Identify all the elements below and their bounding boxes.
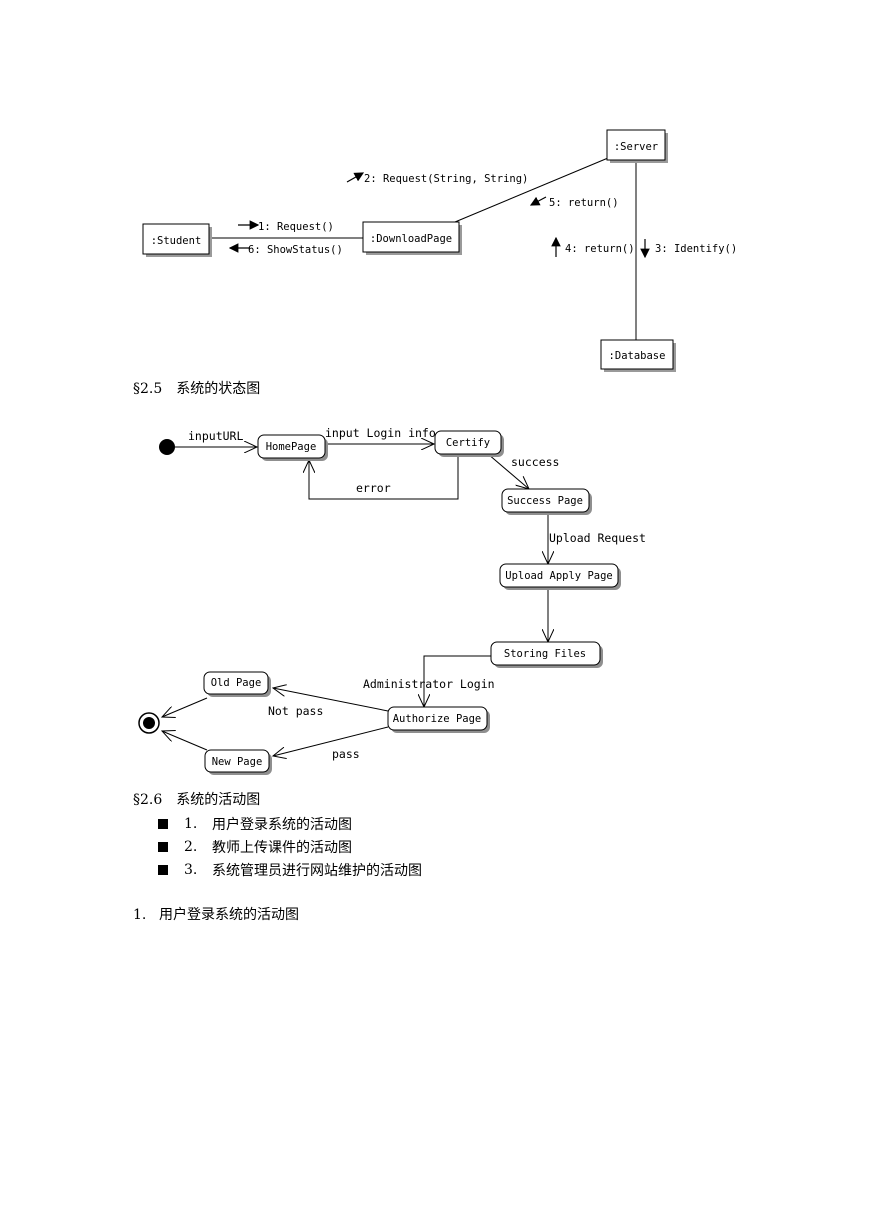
transition-pass-label: pass: [332, 747, 360, 761]
object-student-label: :Student: [151, 235, 202, 247]
list-item-number: 3.: [184, 861, 198, 878]
object-database-label: :Database: [609, 350, 666, 362]
list-item-number: 1.: [184, 815, 198, 832]
transition-not-pass: [273, 688, 389, 712]
square-bullet-icon: [158, 841, 168, 852]
transition-success-label: success: [511, 455, 559, 469]
subsection-title: 用户登录系统的活动图: [159, 907, 299, 923]
state-diagram: inputURL input Login info error success …: [138, 426, 646, 775]
state-homepage-label: HomePage: [266, 441, 317, 453]
msg-3-label: 3: Identify(): [655, 243, 737, 255]
object-downloadpage: :DownloadPage: [362, 221, 462, 255]
arrow-msg-2: [346, 172, 365, 183]
msg-6-label: 6: ShowStatus(): [248, 244, 343, 256]
state-authorize-page-label: Authorize Page: [393, 713, 482, 725]
subsection-heading: 1. 用户登录系统的活动图: [133, 904, 299, 924]
list-item-text: 系统管理员进行网站维护的活动图: [212, 862, 422, 879]
state-success-page: Success Page: [501, 488, 592, 515]
state-storing-files-label: Storing Files: [504, 648, 586, 660]
list-item: 2. 教师上传课件的活动图: [158, 835, 422, 858]
arrow-msg-5: [529, 196, 547, 206]
state-homepage: HomePage: [257, 434, 328, 461]
transition-not-pass-label: Not pass: [268, 704, 323, 718]
collaboration-diagram: :Student :DownloadPage :Server :Database…: [142, 129, 737, 372]
section-number: §2.5: [133, 381, 163, 397]
section-number: §2.6: [133, 792, 163, 808]
msg-1-label: 1: Request(): [258, 221, 334, 233]
object-student: :Student: [142, 223, 212, 257]
msg-5-label: 5: return(): [549, 197, 619, 209]
transition-pass: [273, 726, 389, 756]
transition-new-to-final: [162, 731, 208, 751]
list-item: 1. 用户登录系统的活动图: [158, 812, 422, 835]
object-downloadpage-label: :DownloadPage: [370, 233, 452, 245]
transition-success: [487, 453, 529, 489]
transition-admin-login-label: Administrator Login: [363, 677, 495, 691]
transition-old-to-final: [162, 697, 208, 717]
section-heading-2-6: §2.6 系统的活动图: [133, 789, 260, 809]
list-item-number: 2.: [184, 838, 198, 855]
square-bullet-icon: [158, 864, 168, 875]
transition-error: [309, 453, 459, 500]
state-new-page: New Page: [204, 749, 272, 775]
section-title: 系统的活动图: [176, 792, 261, 808]
section-title: 系统的状态图: [176, 381, 261, 397]
object-server-label: :Server: [614, 141, 658, 153]
transition-upload-request-label: Upload Request: [549, 531, 646, 545]
list-item: 3. 系统管理员进行网站维护的活动图: [158, 858, 422, 881]
state-success-page-label: Success Page: [507, 495, 583, 507]
transition-input-url-label: inputURL: [188, 429, 243, 443]
section-heading-2-5: §2.5 系统的状态图: [133, 378, 260, 398]
subsection-number: 1.: [133, 907, 147, 923]
state-storing-files: Storing Files: [490, 641, 603, 668]
list-item-text: 用户登录系统的活动图: [212, 816, 352, 833]
state-upload-apply-page: Upload Apply Page: [499, 563, 621, 590]
activity-diagram-list: 1. 用户登录系统的活动图 2. 教师上传课件的活动图 3. 系统管理员进行网站…: [158, 812, 422, 881]
square-bullet-icon: [158, 818, 168, 829]
msg-2-label: 2: Request(String, String): [364, 173, 528, 185]
transition-admin-login: [424, 655, 491, 707]
list-item-text: 教师上传课件的活动图: [212, 839, 352, 856]
object-server: :Server: [606, 129, 668, 163]
initial-state: [159, 439, 175, 455]
state-certify: Certify: [434, 430, 504, 457]
state-certify-label: Certify: [446, 437, 490, 449]
state-authorize-page: Authorize Page: [387, 706, 490, 733]
final-state: [138, 712, 160, 734]
link-download-server: [454, 157, 609, 223]
state-old-page: Old Page: [203, 671, 271, 697]
transition-error-label: error: [356, 481, 391, 495]
msg-4-label: 4: return(): [565, 243, 635, 255]
state-old-page-label: Old Page: [211, 677, 262, 689]
object-database: :Database: [600, 339, 676, 372]
state-new-page-label: New Page: [212, 756, 263, 768]
state-upload-apply-page-label: Upload Apply Page: [505, 570, 612, 582]
transition-input-login-label: input Login info: [325, 426, 436, 440]
